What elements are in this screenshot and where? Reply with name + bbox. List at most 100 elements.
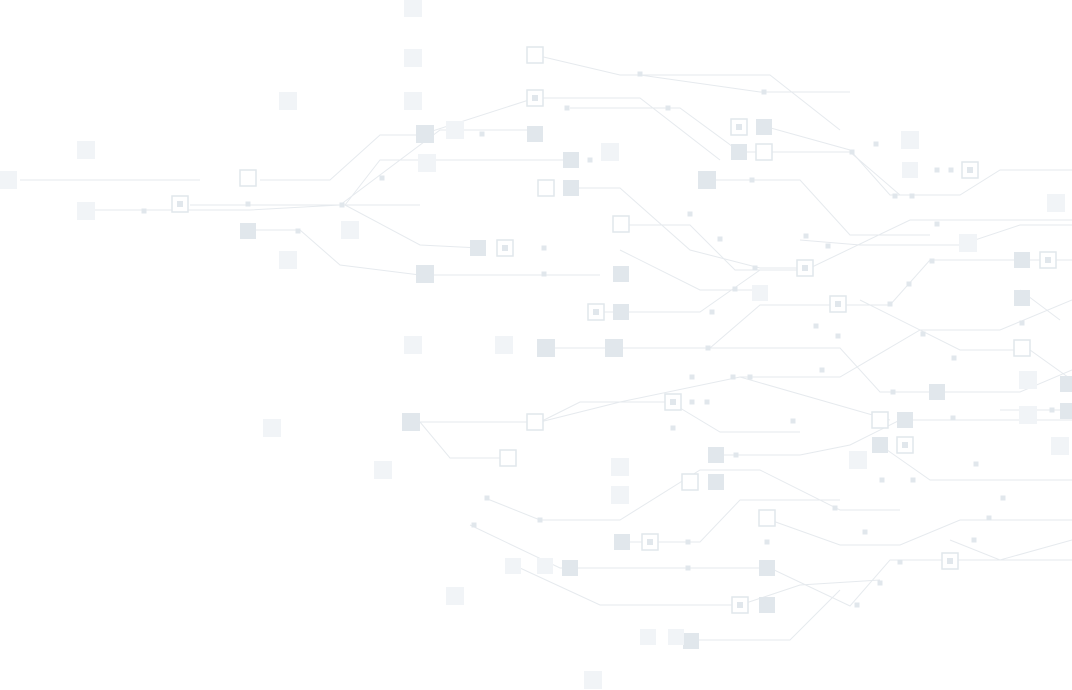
filled-pad (698, 171, 716, 189)
via-dot (379, 175, 385, 181)
faint-pad (1051, 437, 1069, 455)
via-dot (1049, 407, 1055, 413)
filled-pad (1014, 290, 1030, 306)
via-dot (747, 374, 753, 380)
trace-line (639, 74, 850, 93)
filled-pad (872, 437, 888, 453)
via-dot (909, 193, 915, 199)
filled-pad (470, 240, 486, 256)
filled-pad (614, 534, 630, 550)
via-dot (339, 202, 345, 208)
via-dot (1019, 320, 1025, 326)
via-dot (873, 141, 879, 147)
outline-pad (537, 179, 555, 197)
pad-center-dot (802, 265, 808, 271)
trace-line (419, 97, 721, 161)
pad-center-dot (736, 124, 742, 130)
via-dot (705, 345, 711, 351)
faint-pad (668, 629, 684, 645)
filled-pad (613, 266, 629, 282)
filled-pad (240, 223, 256, 239)
via-dot (733, 452, 739, 458)
faint-pad (0, 171, 17, 189)
faint-pad (1019, 371, 1037, 389)
via-dot (832, 505, 838, 511)
filled-pad (402, 413, 420, 431)
via-dot (951, 355, 957, 361)
circuit-traces (20, 54, 1072, 641)
via-dot (141, 208, 147, 214)
via-dot (890, 389, 896, 395)
filled-pad (562, 560, 578, 576)
pad-center-dot (835, 301, 841, 307)
faint-pad (374, 461, 392, 479)
pad-center-dot (532, 95, 538, 101)
faint-pad (640, 629, 656, 645)
filled-pad (563, 180, 579, 196)
via-dot (689, 399, 695, 405)
via-dot (749, 177, 755, 183)
via-dot (479, 131, 485, 137)
via-dot (879, 477, 885, 483)
filled-pad (759, 560, 775, 576)
via-dot (665, 105, 671, 111)
trace-line (720, 419, 1072, 456)
via-dot (295, 228, 301, 234)
faint-pad (418, 154, 436, 172)
faint-pad (537, 558, 553, 574)
faint-pad (849, 451, 867, 469)
pad-center-dot (647, 539, 653, 545)
outline-pad (612, 215, 630, 233)
trace-line (710, 347, 940, 393)
filled-pad (683, 633, 699, 649)
outline-pad (755, 143, 773, 161)
pad-center-dot (502, 245, 508, 251)
via-dot (687, 211, 693, 217)
trace-line (740, 299, 1072, 378)
faint-pad (77, 141, 95, 159)
via-dot (764, 539, 770, 545)
via-dot (986, 515, 992, 521)
via-dot (689, 374, 695, 380)
trace-line (879, 444, 1072, 481)
filled-pad (756, 119, 772, 135)
filled-pad (605, 339, 623, 357)
via-dot (587, 157, 593, 163)
faint-pad (902, 162, 918, 178)
pad-center-dot (902, 442, 908, 448)
outline-pad (871, 411, 889, 429)
faint-pad (752, 285, 768, 301)
filled-pad (537, 339, 555, 357)
pad-center-dot (967, 167, 973, 173)
via-dot (1000, 495, 1006, 501)
faint-pad (404, 0, 422, 17)
faint-pad (1047, 194, 1065, 212)
outline-pad (499, 449, 517, 467)
trace-line (940, 369, 1072, 393)
trace-line (840, 259, 1072, 306)
via-dot (813, 323, 819, 329)
filled-pad (416, 265, 434, 283)
outline-pad (758, 509, 776, 527)
pad-center-dot (177, 201, 183, 207)
via-dot (835, 333, 841, 339)
faint-pad (959, 234, 977, 252)
via-dot (803, 233, 809, 239)
via-dot (709, 309, 715, 315)
faint-pad (611, 458, 629, 476)
via-dot (704, 399, 710, 405)
via-dot (887, 301, 893, 307)
faint-pad (404, 336, 422, 354)
via-dot (906, 281, 912, 287)
via-dot (897, 559, 903, 565)
via-dot (929, 258, 935, 264)
faint-pad (1019, 406, 1037, 424)
trace-line (859, 299, 1072, 381)
faint-pad (446, 121, 464, 139)
trace-line (419, 421, 510, 459)
trace-line (600, 269, 761, 313)
outline-pad (239, 169, 257, 187)
faint-pad (611, 486, 629, 504)
faint-pad (901, 131, 919, 149)
